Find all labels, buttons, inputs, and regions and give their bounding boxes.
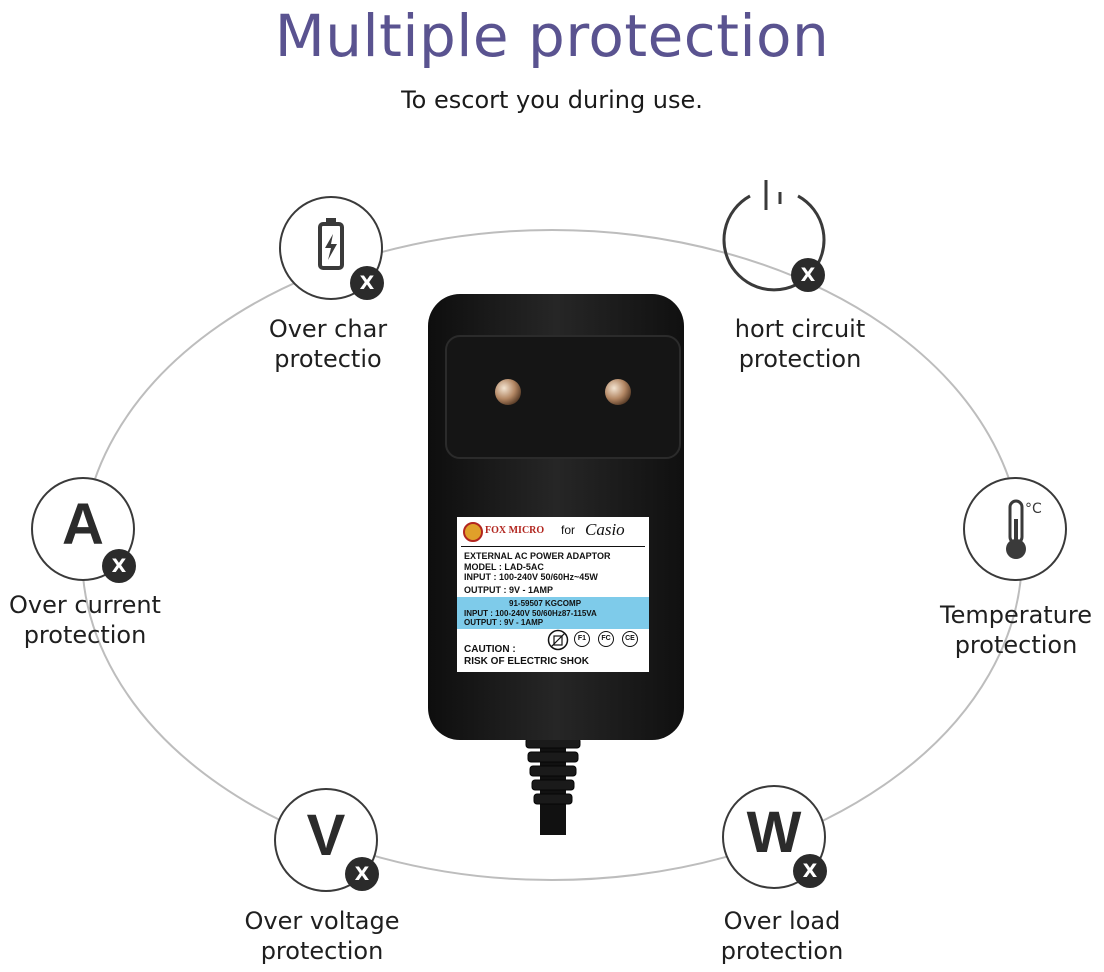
cert-fc-icon: FC [598,631,614,647]
label-for-text: for [561,523,576,537]
label-output-line: OUTPUT : 9V - 1AMP [464,585,554,595]
feature-label-line2: protection [260,937,384,965]
feature-label-line2: protection [23,621,147,649]
label-input-line: INPUT : 100-240V 50/60Hz~45W [464,572,598,582]
recycle-bin-icon [547,629,569,651]
feature-label-line1: hort circuit [734,315,866,343]
feature-label-line1: Over char [268,315,388,343]
feature-label-line2: protection [720,937,844,965]
feature-label-line1: Over voltage [244,907,400,935]
cert-f1-icon: F1 [574,631,590,647]
disabled-x-icon: X [102,549,136,583]
brand-logo-icon [463,522,483,542]
disabled-x-icon: X [791,258,825,292]
feature-label-line2: protection [738,345,862,373]
disabled-x-icon: X [345,857,379,891]
feature-label-line1: Over load [723,907,841,935]
disabled-x-icon: X [793,854,827,888]
letter-v-icon: V [274,788,378,892]
label-brand: FOX MICRO [485,525,545,536]
disabled-x-icon: X [350,266,384,300]
feature-label-line1: Temperature [939,601,1093,629]
label-casio: Casio [585,520,625,539]
cert-ce-icon: CE [622,631,638,647]
feature-label-line1: Over current [9,591,161,619]
label-header-line: EXTERNAL AC POWER ADAPTOR [464,551,611,561]
feature-label-line2: protectio [274,345,382,373]
power-icon [722,180,826,292]
page-subtitle: To escort you during use. [401,86,703,114]
celsius-unit: °C [1025,501,1042,517]
label-risk: RISK OF ELECTRIC SHOK [464,656,590,667]
label-caution: CAUTION : [464,644,516,655]
page-title: Multiple protection [274,2,830,70]
adapter-spec-label: FOX MICRO for Casio EXTERNAL AC POWER AD… [457,517,649,672]
label-model-line: MODEL : LAD-5AC [464,562,544,572]
feature-label-line2: protection [954,631,1078,659]
label-blue-band: 91-59507 KGCOMP INPUT : 100-240V 50/60Hz… [457,597,649,629]
thermometer-icon: °C [963,477,1067,581]
